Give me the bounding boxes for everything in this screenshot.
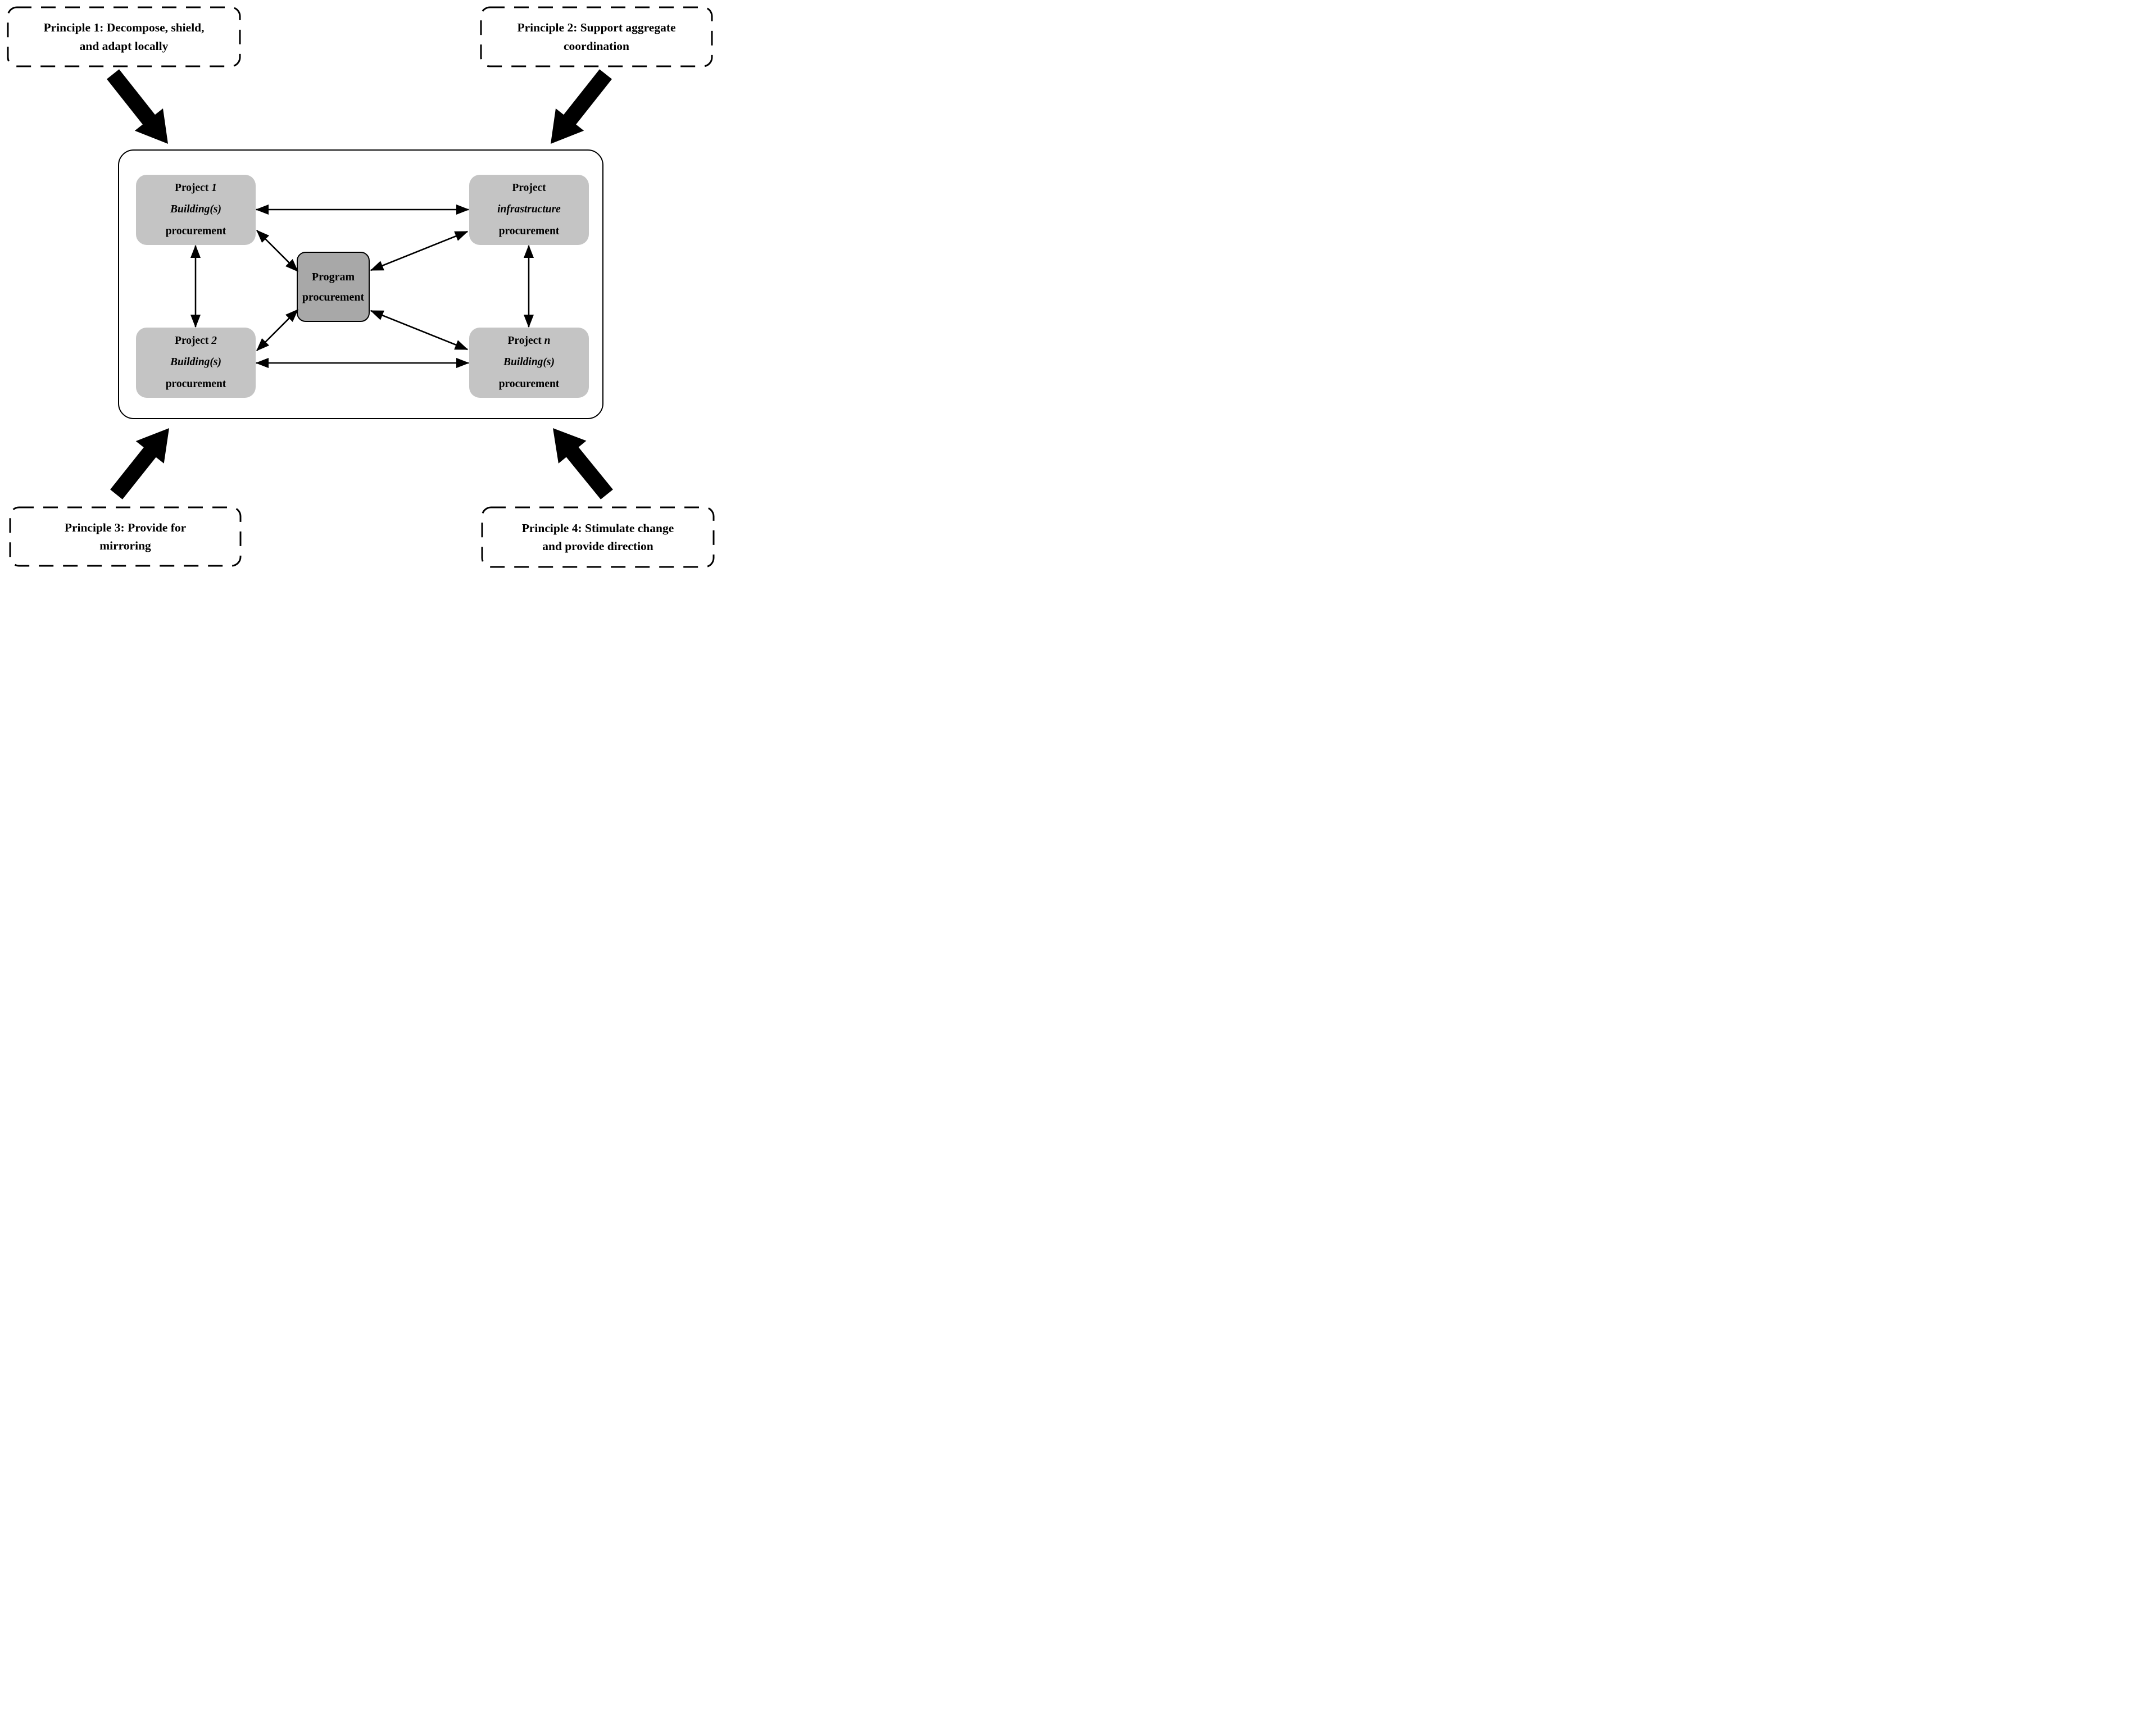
- node-project-infrastructure-type: infrastructure: [497, 203, 561, 216]
- principle-3-line1: Principle 3: Provide for: [64, 520, 187, 534]
- node-project-n-type: Building(s): [503, 356, 555, 369]
- thick-arrow-principle-3: [110, 428, 169, 500]
- principle-4-line1: Principle 4: Stimulate change: [521, 521, 674, 535]
- diagram-page: Project 1 Building(s) procurement Projec…: [0, 0, 719, 574]
- principle-3-line2: mirroring: [99, 539, 151, 552]
- thick-arrow-principle-4: [553, 428, 613, 500]
- node-project-infrastructure: Project infrastructure procurement: [469, 175, 589, 245]
- node-program-procurement: procurement: [302, 290, 365, 303]
- thick-arrow-principle-1: [107, 69, 168, 144]
- node-project-2: Project 2 Building(s) procurement: [136, 328, 256, 398]
- node-project-n-title: Project n: [507, 335, 551, 347]
- node-project-2-title: Project 2: [175, 335, 217, 347]
- thick-arrow-principle-2: [551, 69, 612, 144]
- principle-4-line2: and provide direction: [542, 539, 653, 553]
- node-project-1-title: Project 1: [175, 182, 217, 194]
- node-project-2-procurement: procurement: [165, 378, 226, 390]
- node-project-1: Project 1 Building(s) procurement: [136, 175, 256, 245]
- node-program: Program procurement: [297, 252, 370, 322]
- principle-3-box: Principle 3: Provide for mirroring: [10, 507, 240, 566]
- node-project-1-procurement: procurement: [165, 225, 226, 237]
- node-program-title: Program: [311, 270, 355, 283]
- principle-1-box: Principle 1: Decompose, shield, and adap…: [8, 7, 240, 66]
- node-project-2-type: Building(s): [170, 356, 222, 369]
- principle-2-line1: Principle 2: Support aggregate: [517, 21, 676, 35]
- principle-2-box: Principle 2: Support aggregate coordinat…: [481, 7, 712, 66]
- principle-2-line2: coordination: [563, 39, 630, 53]
- principle-1-line1: Principle 1: Decompose, shield,: [43, 21, 205, 35]
- principle-1-line2: and adapt locally: [79, 39, 169, 53]
- principle-4-box: Principle 4: Stimulate change and provid…: [482, 507, 714, 567]
- node-project-n-procurement: procurement: [498, 378, 560, 390]
- node-project-infrastructure-title: Project: [512, 182, 546, 194]
- node-project-n: Project n Building(s) procurement: [469, 328, 589, 398]
- node-project-infrastructure-procurement: procurement: [498, 225, 560, 237]
- node-project-1-type: Building(s): [170, 203, 222, 216]
